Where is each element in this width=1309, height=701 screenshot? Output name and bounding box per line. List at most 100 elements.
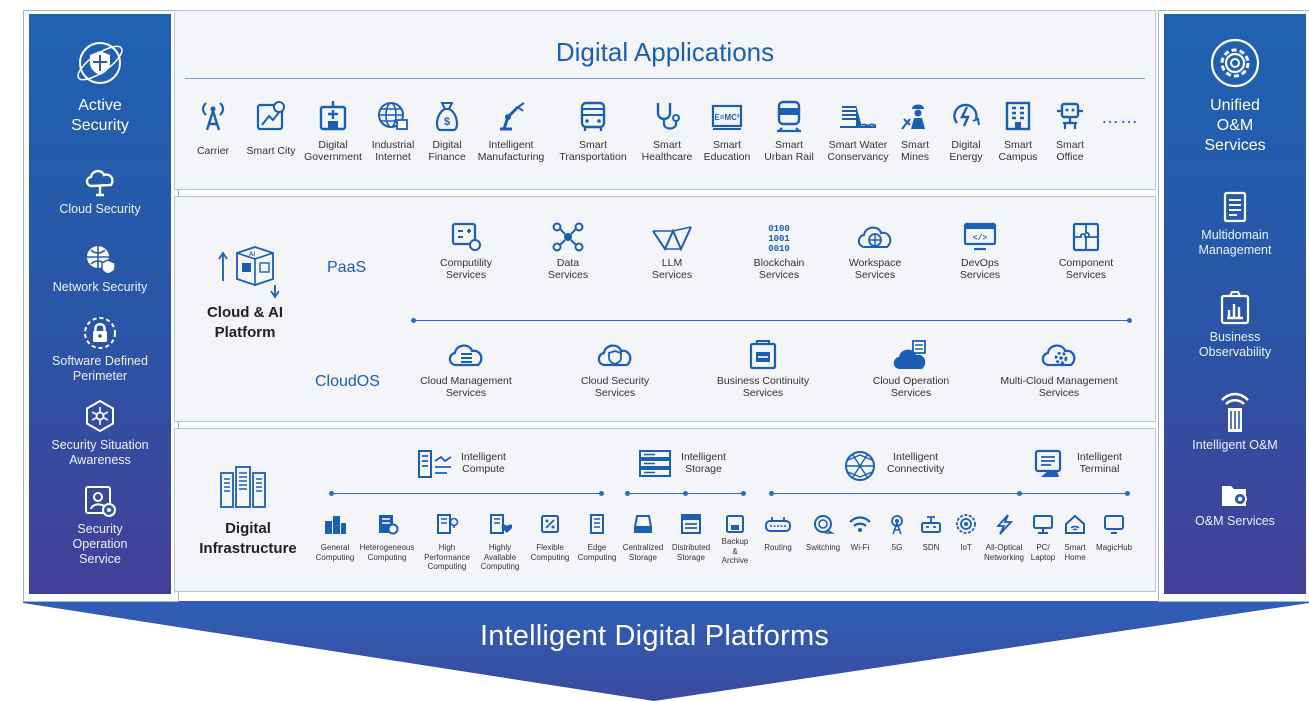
rule-dot [329,491,334,496]
infra-backup-archive[interactable]: Backup & Archive [715,513,755,566]
cloudos-label: CloudOS [315,373,380,390]
app-smart-mines[interactable]: Smart Mines [891,99,939,163]
hexagon-network-icon [86,399,114,433]
security-awareness-item[interactable]: Security Situation Awareness [29,398,171,468]
code-monitor-icon: </> [963,222,997,251]
cloudos-business-continuity[interactable]: Business Continuity Services [705,339,821,399]
multidomain-item[interactable]: Multidomain Management [1164,190,1306,258]
apps-divider [185,78,1145,79]
more-applications[interactable]: …… [1101,107,1139,127]
app-label: Smart Campus [998,139,1038,163]
cloudos-multi-cloud[interactable]: Multi-Cloud Management Services [989,339,1129,399]
signal-tower-icon [891,515,903,535]
switch-icon [814,515,835,534]
monitor-icon [1104,515,1124,534]
app-label: Smart Urban Rail [764,139,814,163]
svc-label: Cloud Operation Services [872,375,950,399]
security-operation-item[interactable]: Security Operation Service [29,484,171,567]
bar-chart-icon [1220,291,1250,325]
infra-routing[interactable]: Routing [759,513,797,553]
infra-general-computing[interactable]: General Computing [311,513,359,562]
svc-label: DevOps Services [959,257,1001,281]
svg-text:AI: AI [249,252,255,258]
app-intelligent-manufacturing[interactable]: Intelligent Manufacturing [471,99,551,163]
unified-om-item[interactable]: Unified O&M Services [1164,36,1306,156]
paas-llm[interactable]: LLM Services [637,221,707,281]
app-smart-campus[interactable]: Smart Campus [993,99,1043,163]
app-digital-energy[interactable]: Digital Energy [943,99,989,163]
svg-text:0100: 0100 [768,224,790,234]
infra-distributed-storage[interactable]: Distributed Storage [669,513,713,562]
app-smart-education[interactable]: E=MC² Smart Education [699,99,755,163]
infra-pc-laptop[interactable]: PC/ Laptop [1027,513,1059,562]
intelligent-om-item[interactable]: Intelligent O&M [1164,390,1306,453]
paas-workspace[interactable]: Workspace Services [837,221,913,281]
sdp-item[interactable]: Software Defined Perimeter [29,316,171,384]
network-security-label: Network Security [52,280,148,294]
infra-all-optical[interactable]: All-Optical Networking [981,513,1027,562]
app-smart-urban-rail[interactable]: Smart Urban Rail [759,99,819,163]
cloud-icon [85,169,114,197]
server-bulb-icon [437,514,459,534]
cloud-security-item[interactable]: Cloud Security [29,164,171,217]
terminal-rule [1021,493,1127,494]
infra-edge-computing[interactable]: Edge Computing [573,513,621,562]
infra-heterogeneous-computing[interactable]: Heterogeneous Computing [357,513,417,562]
infra-wifi[interactable]: Wi-Fi [845,513,875,553]
svc-label: Component Services [1058,257,1114,281]
infra-5g[interactable]: 5G [883,513,911,553]
paas-devops[interactable]: </> DevOps Services [945,221,1015,281]
rule-dot [599,491,604,496]
app-smart-healthcare[interactable]: Smart Healthcare [635,99,699,163]
app-label: Smart City [246,145,296,157]
app-carrier[interactable]: Carrier [191,99,235,157]
svg-text:0010: 0010 [768,244,790,253]
rule-dot [625,491,630,496]
map-pin-icon [256,101,285,131]
infra-highly-available[interactable]: Highly Available Computing [475,513,525,572]
infra-label: All-Optical Networking [983,543,1024,562]
infra-high-performance[interactable]: High Performance Computing [421,513,473,572]
infra-smart-home[interactable]: Smart Home [1059,513,1091,562]
app-smart-water[interactable]: Smart Water Conservancy [823,99,893,163]
cloudos-cloud-security[interactable]: Cloud Security Services [567,339,663,399]
infra-magichub[interactable]: MagicHub [1093,513,1135,553]
infra-centralized-storage[interactable]: Centralized Storage [619,513,667,562]
network-security-item[interactable]: Network Security [29,242,171,295]
storage-rack-icon [639,450,671,477]
dam-icon [840,105,877,128]
infra-label: SDN [922,543,940,552]
infra-switching[interactable]: Switching [801,513,845,553]
digital-infrastructure-title: Digital Infrastructure [199,520,297,557]
infra-label: MagicHub [1095,543,1132,552]
business-observability-item[interactable]: Business Observability [1164,290,1306,360]
app-label: Intelligent Manufacturing [477,139,545,163]
ai-chip-cube-icon: AI [218,246,279,299]
folder-gear-icon [1222,486,1247,506]
paas-component[interactable]: Component Services [1043,221,1129,281]
active-security-item[interactable]: Active Security [29,36,171,136]
om-services-item[interactable]: O&M Services [1164,480,1306,529]
infra-label: Heterogeneous Computing [359,543,415,562]
infra-sdn[interactable]: SDN [915,513,947,553]
svc-label: Multi-Cloud Management Services [1000,375,1118,399]
paas-computility[interactable]: Computility Services [421,221,511,281]
server-heart-icon [490,514,512,534]
app-industrial-internet[interactable]: Industrial Internet [365,99,421,163]
app-smart-transportation[interactable]: Smart Transportation [555,99,631,163]
cloudos-cloud-operation[interactable]: Cloud Operation Services [861,339,961,399]
infra-flexible-computing[interactable]: Flexible Computing [527,513,573,562]
app-smart-office[interactable]: Smart Office [1045,99,1095,163]
app-smart-city[interactable]: Smart City [241,99,301,157]
infra-iot[interactable]: IoT [951,513,981,553]
globe-shield-icon [87,246,116,275]
business-observability-label: Business Observability [1198,330,1272,359]
pc-icon [1033,515,1053,534]
app-digital-finance[interactable]: $ Digital Finance [425,99,469,163]
app-digital-government[interactable]: Digital Government [301,99,365,163]
paas-data[interactable]: Data Services [531,221,605,281]
cloudos-cloud-management[interactable]: Cloud Management Services [411,339,521,399]
lock-icon [84,317,116,349]
app-label: Smart Office [1055,139,1084,163]
